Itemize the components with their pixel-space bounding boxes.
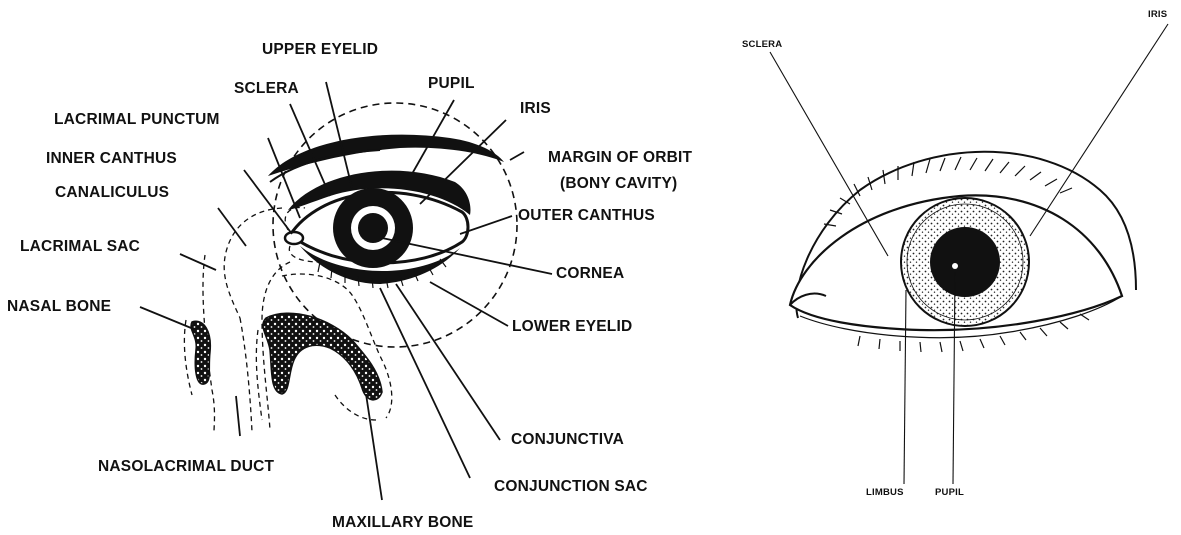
- right-eye-diagram: SCLERA IRIS LIMBUS PUPIL: [742, 9, 1168, 498]
- lacrimal-punctum-label: LACRIMAL PUNCTUM: [54, 111, 220, 128]
- lacrimal-sac-label: LACRIMAL SAC: [20, 238, 140, 255]
- right-iris-label: IRIS: [1148, 9, 1167, 20]
- lacrimal-sac-outline: [224, 208, 282, 318]
- inner-canthus-label: INNER CANTHUS: [46, 150, 177, 167]
- left-eye-diagram: UPPER EYELID SCLERA PUPIL IRIS LACRIMAL …: [7, 41, 693, 531]
- limbus-label: LIMBUS: [866, 487, 904, 498]
- conjunctiva-label: CONJUNCTIVA: [511, 431, 624, 448]
- upper-eyelid-label: UPPER EYELID: [262, 41, 378, 58]
- iris-label: IRIS: [520, 100, 551, 117]
- conjunction-sac-label: CONJUNCTION SAC: [494, 478, 648, 495]
- maxillary-bone-label: MAXILLARY BONE: [332, 514, 473, 531]
- nasolacrimal-duct-outline: [240, 318, 252, 432]
- outer-canthus-label: OUTER CANTHUS: [518, 207, 655, 224]
- nasal-bone-label: NASAL BONE: [7, 298, 111, 315]
- sclera-label: SCLERA: [234, 80, 299, 97]
- pupil-label: PUPIL: [428, 75, 475, 92]
- nasal-bone: [191, 321, 210, 384]
- cornea-label: CORNEA: [556, 265, 624, 282]
- lower-eyelid-label: LOWER EYELID: [512, 318, 632, 335]
- canaliculus-label: CANALICULUS: [55, 184, 169, 201]
- margin-of-orbit-label: MARGIN OF ORBIT: [548, 149, 693, 166]
- lacrimal-caruncle: [285, 232, 303, 244]
- right-pupil: [930, 227, 1000, 297]
- right-pupil-label: PUPIL: [935, 487, 964, 498]
- right-sclera-label: SCLERA: [742, 39, 782, 50]
- maxillary-bone: [263, 313, 382, 400]
- bony-cavity-label: (BONY CAVITY): [560, 175, 677, 192]
- nasolacrimal-duct-label: NASOLACRIMAL DUCT: [98, 458, 275, 475]
